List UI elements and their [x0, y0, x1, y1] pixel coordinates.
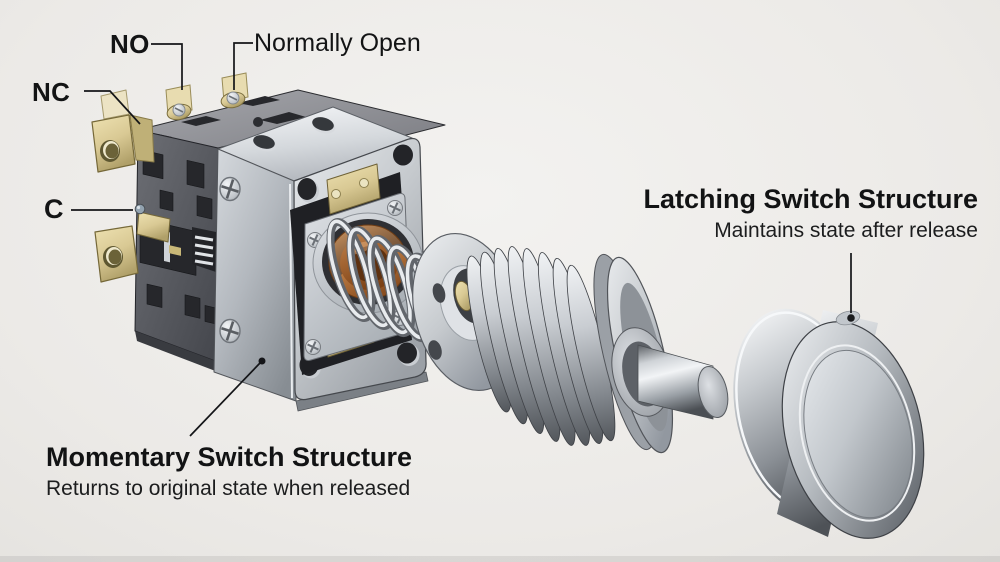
leader-momentary [189, 362, 261, 437]
button-cap [733, 308, 925, 539]
label-c: C [44, 194, 64, 224]
housing-screw-top [219, 176, 241, 202]
momentary-title: Momentary Switch Structure [46, 442, 413, 472]
common-pin [134, 203, 146, 215]
spade-terminal-c [136, 211, 171, 243]
spade-terminal-nc [91, 114, 155, 173]
vent-slats [192, 227, 216, 272]
momentary-callout: Momentary Switch Structure Returns to or… [46, 442, 412, 500]
bellows-bushing [466, 246, 616, 446]
spade-terminal-lower [94, 225, 139, 283]
label-nc: NC [32, 77, 71, 107]
leader-lines [71, 42, 852, 437]
terminal-screw-right [220, 72, 249, 109]
plunger-shaft [637, 344, 729, 420]
leader-nc [84, 90, 141, 125]
terminal-screws [165, 72, 249, 121]
leader-no [151, 43, 183, 90]
leader-normally-open [233, 42, 253, 90]
contact-plate-top [326, 163, 381, 215]
bottom-edge-shadow [0, 556, 1000, 562]
latching-title: Latching Switch Structure [643, 184, 978, 214]
spade-terminals [91, 89, 171, 283]
label-no: NO [110, 29, 150, 59]
label-normally-open: Normally Open [254, 29, 421, 57]
terminal-screw-left [165, 84, 193, 121]
latching-dot [847, 314, 855, 322]
latching-subtitle: Maintains state after release [714, 219, 978, 243]
momentary-dot [258, 357, 266, 365]
housing-screw-bottom [219, 318, 241, 344]
latching-callout: Latching Switch Structure Maintains stat… [643, 184, 978, 242]
terminal-tab-back [100, 89, 130, 120]
momentary-subtitle: Returns to original state when released [46, 477, 411, 501]
